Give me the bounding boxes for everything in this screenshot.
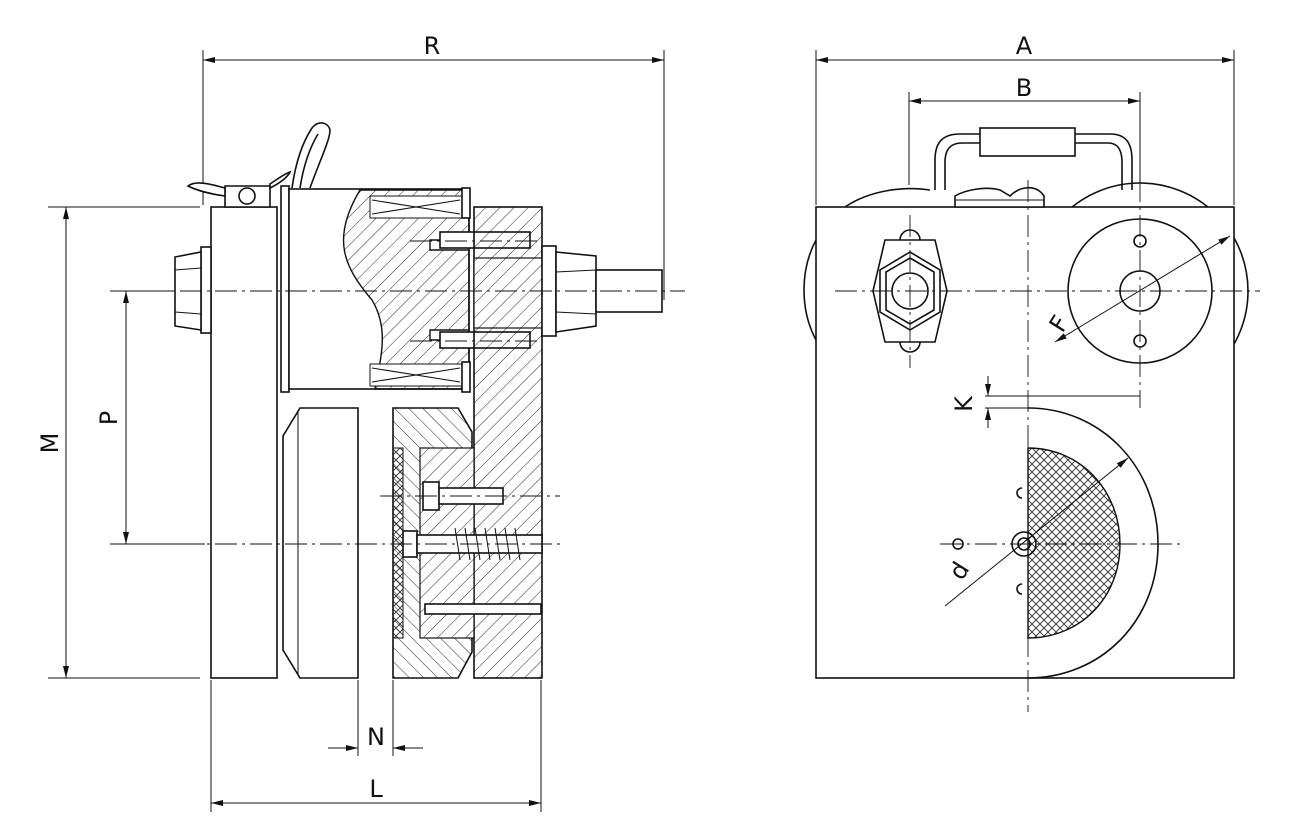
dim-label-k: K — [950, 395, 978, 412]
dim-label-l: L — [369, 775, 383, 803]
front-view — [803, 50, 1260, 712]
side-view — [48, 50, 685, 812]
dim-label-n: N — [367, 723, 385, 751]
dim-label-b: B — [1016, 74, 1032, 102]
dim-label-r: R — [424, 32, 441, 60]
dim-label-a: A — [1016, 32, 1033, 60]
dim-label-p: P — [95, 411, 123, 425]
dim-label-m: M — [36, 433, 64, 454]
